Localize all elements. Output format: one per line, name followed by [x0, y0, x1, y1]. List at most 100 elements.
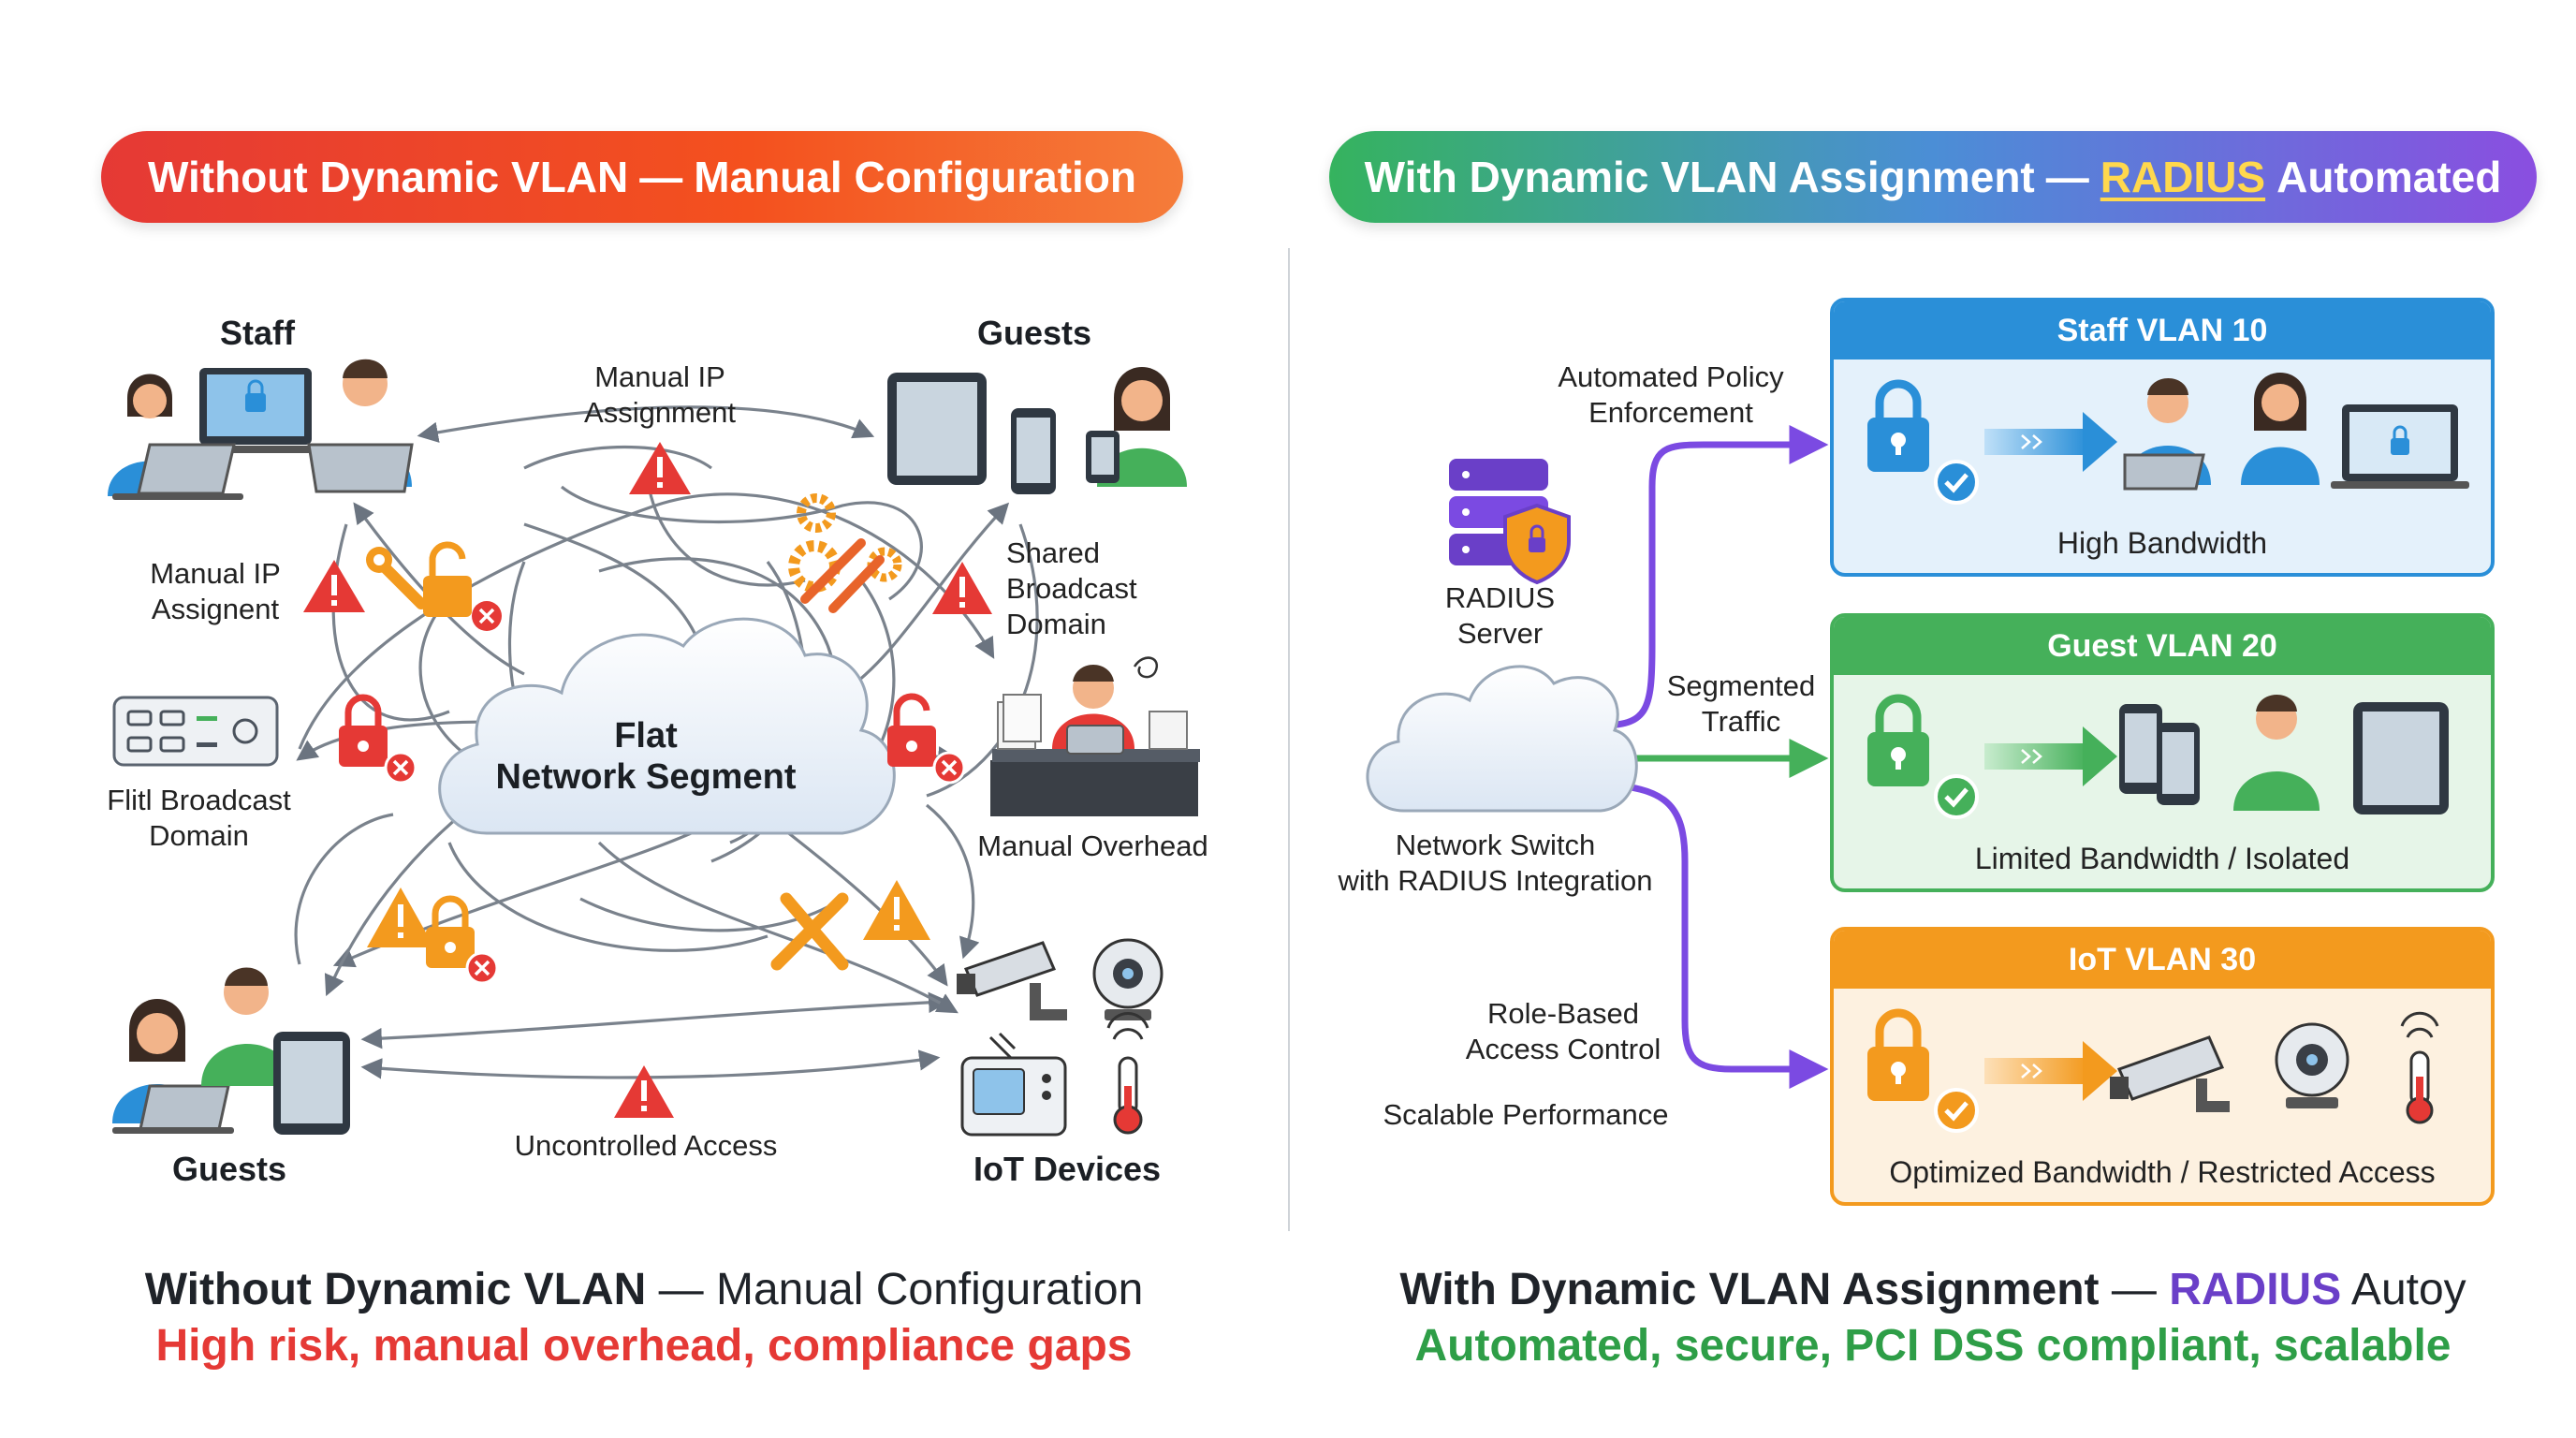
flat-broadcast-label: Flitl Broadcast Domain	[84, 783, 314, 854]
shared-line1: Shared	[1006, 536, 1100, 569]
left-bottom-bold: Without Dynamic VLAN	[144, 1265, 647, 1314]
guest-vlan-tablet-icon	[2353, 702, 2449, 814]
switch-line1: Network Switch	[1395, 829, 1596, 861]
cloud-icon	[438, 617, 896, 835]
webcam-icon	[1092, 938, 1164, 1020]
section-divider	[1288, 248, 1290, 1231]
guest-person-top-icon	[1086, 367, 1187, 487]
server-icon	[1449, 459, 1548, 565]
left-diagram	[108, 359, 1200, 1137]
guest-vlan-person-icon	[2233, 695, 2320, 811]
staff-laptop-small-icon	[112, 443, 243, 500]
right-header-prefix: With Dynamic VLAN Assignment	[1364, 153, 2035, 201]
iot-vlan-thermometer-icon	[2400, 1011, 2439, 1124]
staff-label: Staff	[220, 314, 295, 352]
staff-laptop-monitor-icon	[190, 368, 321, 453]
staff-lock-check-icon	[1867, 379, 1979, 505]
guest-person-bottom-2-icon	[201, 967, 293, 1086]
shield-icon	[1503, 503, 1571, 585]
cloud-line2: Network Segment	[495, 757, 797, 797]
role-line1: Role-Based	[1487, 997, 1639, 1030]
guest-phone-icon	[1011, 408, 1056, 494]
left-bottom-title: Without Dynamic VLAN — Manual Configurat…	[56, 1264, 1232, 1315]
left-header-prefix: Without Dynamic VLAN	[147, 153, 629, 201]
radius-line1: RADIUS	[1444, 581, 1556, 614]
shared-line3: Domain	[1006, 608, 1106, 640]
iot-vlan-title: IoT VLAN 30	[1834, 931, 2491, 989]
shared-line2: Broadcast	[1006, 572, 1137, 605]
warning-orange-left-icon	[367, 888, 434, 947]
iot-vlan-camera-icon	[2110, 1035, 2230, 1112]
warning-left-icon	[303, 560, 365, 612]
unlock-orange-top-icon	[423, 541, 502, 631]
lock-red-left-icon	[339, 694, 417, 785]
iot-lock-check-icon	[1867, 1008, 1979, 1133]
iot-vlan-card: IoT VLAN 30 Optimized Bandwidth / Restri…	[1830, 927, 2495, 1206]
guests-top-label: Guests	[976, 314, 1092, 352]
automated-policy-label: Automated Policy Enforcement	[1526, 360, 1816, 431]
guest-vlan-title: Guest VLAN 20	[1834, 617, 2491, 675]
warning-orange-right-icon	[863, 880, 930, 940]
manual-ip-left-label: Manual IP Assignent	[122, 556, 309, 627]
switch-line2: with RADIUS Integration	[1338, 864, 1653, 897]
staff-vlan-title: Staff VLAN 10	[1834, 301, 2491, 360]
thermostat-icon	[960, 1032, 1067, 1137]
lock-orange-bottom-icon	[426, 895, 499, 985]
right-header-suffix: Automated	[2276, 153, 2502, 201]
manual-overhead-label: Manual Overhead	[977, 829, 1208, 862]
manual-ip-top-line2: Assignment	[584, 396, 736, 429]
segmented-line2: Traffic	[1701, 705, 1781, 738]
iot-devices-label: IoT Devices	[973, 1150, 1162, 1188]
camera-icon	[957, 941, 1067, 1020]
staff-arrow-icon	[1984, 412, 2117, 472]
guest-tablet-bottom-icon	[273, 1032, 350, 1135]
guest-arrow-icon	[1984, 726, 2117, 786]
right-bottom-radius: RADIUS	[2169, 1265, 2342, 1314]
staff-person-2-icon	[307, 359, 414, 493]
scalable-performance-label: Scalable Performance	[1383, 1098, 1669, 1131]
iot-arrow-icon	[1984, 1041, 2117, 1101]
shared-broadcast-label: Shared Broadcast Domain	[1006, 536, 1175, 642]
guest-lock-check-icon	[1867, 694, 1979, 819]
uncontrolled-access-label: Uncontrolled Access	[514, 1129, 778, 1162]
flat-bcast-line1: Flitl Broadcast	[107, 784, 291, 816]
staff-vlan-laptop-icon	[2331, 404, 2469, 489]
right-header-dash: —	[2045, 153, 2089, 201]
right-header-radius: RADIUS	[2100, 153, 2266, 201]
left-bottom-rest: Manual Configuration	[715, 1265, 1144, 1314]
staff-vlan-card: Staff VLAN 10 High Bandwidth	[1830, 298, 2495, 577]
policy-line2: Enforcement	[1588, 396, 1753, 429]
cloud-line1: Flat	[614, 716, 678, 756]
left-bottom-dash: —	[658, 1265, 704, 1314]
wrench-orange-top-icon	[366, 547, 427, 609]
guest-vlan-phones-icon	[2119, 704, 2200, 805]
radius-line2: Server	[1456, 617, 1544, 650]
manual-ip-top-label: Manual IP Assignment	[552, 360, 768, 431]
role-based-label: Role-Based Access Control	[1442, 996, 1685, 1067]
right-bottom-subtitle: Automated, secure, PCI DSS compliant, sc…	[1414, 1321, 2452, 1371]
right-bottom-title: With Dynamic VLAN Assignment — RADIUS Au…	[1329, 1264, 2537, 1315]
unlock-red-right-icon	[887, 693, 966, 785]
left-header-pill: Without Dynamic VLAN — Manual Configurat…	[101, 131, 1183, 223]
switch-cloud-icon	[1366, 665, 1638, 813]
right-connectors	[1595, 425, 1829, 1089]
staff-vlan-person-1-icon	[2123, 378, 2211, 491]
staff-vlan-footer: High Bandwidth	[2056, 526, 2268, 560]
guest-person-bottom-1-icon	[112, 999, 234, 1134]
segmented-traffic-label: Segmented Traffic	[1647, 668, 1835, 740]
switch-device-icon	[112, 696, 279, 767]
guests-bottom-label: Guests	[171, 1150, 287, 1188]
gear-orange-icon	[788, 493, 902, 613]
iot-vlan-footer: Optimized Bandwidth / Restricted Access	[1889, 1155, 2436, 1189]
radius-server-label: RADIUS Server	[1432, 580, 1568, 652]
manual-ip-top-line1: Manual IP	[594, 360, 725, 393]
right-bottom-rest: Autoy	[2350, 1265, 2466, 1314]
thermometer-icon	[1106, 1012, 1149, 1135]
left-bottom-subtitle: High risk, manual overhead, compliance g…	[155, 1321, 1133, 1371]
segmented-line1: Segmented	[1666, 669, 1816, 702]
warning-right-icon	[932, 562, 992, 614]
iot-vlan-webcam-icon	[2275, 1022, 2349, 1108]
right-bottom-bold: With Dynamic VLAN Assignment	[1399, 1265, 2100, 1314]
cloud-label: Flat Network Segment	[487, 715, 805, 798]
guest-vlan-card: Guest VLAN 20 Limited Bandwidth / Isolat…	[1830, 613, 2495, 892]
